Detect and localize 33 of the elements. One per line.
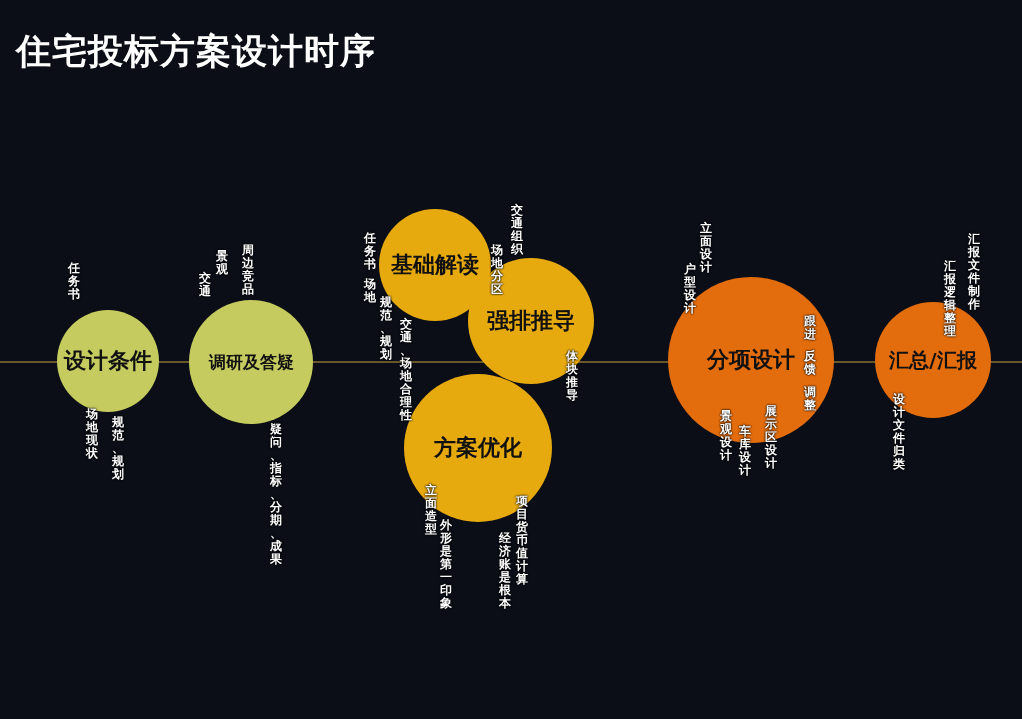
stage-title: 分项设计 bbox=[707, 346, 795, 374]
stage-title: 汇总/汇报 bbox=[889, 346, 977, 374]
vertical-note: 景观设计 bbox=[720, 410, 732, 462]
vertical-note: 反馈 bbox=[804, 350, 816, 376]
vertical-note: 外形是第一印象 bbox=[440, 519, 452, 610]
stage-title: 方案优化 bbox=[434, 434, 522, 462]
vertical-note: 项目货币值计算 bbox=[516, 495, 528, 586]
vertical-note: 疑问、指标、分期、成果 bbox=[270, 423, 282, 566]
diagram-title: 住宅投标方案设计时序 bbox=[16, 30, 376, 73]
stage-title: 调研及答疑 bbox=[208, 350, 294, 374]
vertical-note: 场地 bbox=[364, 278, 376, 304]
vertical-note: 调整 bbox=[804, 386, 816, 412]
vertical-note: 规范、规划 bbox=[112, 416, 124, 481]
vertical-note: 设计文件归类 bbox=[893, 393, 905, 471]
vertical-note: 立面设计 bbox=[700, 222, 712, 274]
vertical-note: 任务书 bbox=[364, 232, 376, 271]
vertical-note: 交通组织 bbox=[511, 204, 523, 256]
vertical-note: 交通、场地合理性 bbox=[400, 318, 412, 422]
vertical-note: 展示区设计 bbox=[765, 405, 777, 470]
vertical-note: 周边竞品 bbox=[242, 244, 254, 296]
vertical-note: 户型设计 bbox=[684, 263, 696, 315]
stage-title: 基础解读 bbox=[391, 251, 479, 279]
vertical-note: 跟进 bbox=[804, 315, 816, 341]
vertical-note: 场地分区 bbox=[491, 244, 503, 296]
vertical-note: 交通 bbox=[199, 272, 211, 298]
vertical-note: 景观 bbox=[216, 250, 228, 276]
vertical-note: 场地现状 bbox=[86, 408, 98, 460]
vertical-note: 经济账是根本 bbox=[499, 532, 511, 610]
stage-title: 强排推导 bbox=[487, 307, 575, 335]
vertical-note: 规范、规划 bbox=[380, 296, 392, 361]
vertical-note: 汇报文件制作 bbox=[968, 233, 980, 311]
vertical-note: 任务书 bbox=[68, 262, 80, 301]
stage-title: 设计条件 bbox=[64, 347, 152, 375]
